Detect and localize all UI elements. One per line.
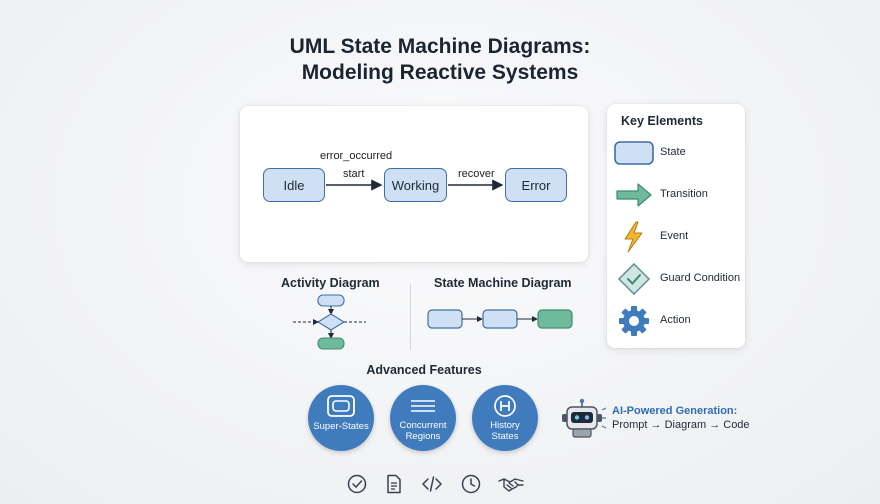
state-working: Working	[384, 168, 447, 202]
clock-icon	[461, 474, 481, 494]
title-line-2: Modeling Reactive Systems	[301, 61, 579, 84]
state-machine-card: Idle Working Error error_occurred start …	[240, 106, 588, 262]
activity-diagram-title: Activity Diagram	[281, 276, 380, 290]
code-icon	[422, 476, 442, 492]
label-start: start	[343, 168, 365, 180]
feature-label-super-states: Super-States	[313, 421, 369, 432]
key-elements-card: Key Elements State Transition Event Guar…	[607, 104, 745, 348]
key-label-state: State	[660, 146, 686, 158]
document-icon	[387, 474, 401, 494]
ai-generation-flow: Prompt → Diagram → Code	[612, 419, 750, 431]
key-item-event: Event	[607, 221, 745, 253]
feature-history-states: History States	[472, 385, 538, 451]
key-item-state: State	[607, 137, 745, 169]
state-error: Error	[505, 168, 567, 202]
history-h-icon	[494, 395, 516, 417]
lightning-icon	[624, 221, 643, 253]
state-idle: Idle	[263, 168, 325, 202]
key-label-event: Event	[660, 230, 689, 242]
gear-icon	[619, 306, 649, 336]
key-item-action: Action	[607, 305, 745, 337]
state-machine-sketch	[427, 309, 573, 329]
page-title: UML State Machine Diagrams: Modeling Rea…	[0, 34, 880, 86]
label-error-occurred: error_occurred	[320, 150, 393, 162]
feature-concurrent-regions: Concurrent Regions	[390, 385, 456, 451]
robot-icon	[562, 398, 606, 438]
feature-label-history-states: History States	[490, 420, 520, 442]
activity-diagram-sketch	[293, 294, 366, 350]
label-recover: recover	[458, 168, 495, 180]
state-box-icon	[614, 141, 654, 165]
parallel-lines-icon	[411, 400, 435, 412]
feature-label-concurrent-regions: Concurrent Regions	[399, 420, 447, 442]
transition-arrows	[326, 179, 504, 191]
key-label-action: Action	[660, 314, 691, 326]
key-item-transition: Transition	[607, 179, 745, 211]
key-elements-title: Key Elements	[621, 114, 703, 128]
title-line-1: UML State Machine Diagrams:	[289, 35, 591, 58]
nested-box-icon	[327, 395, 355, 417]
handshake-icon	[498, 478, 524, 492]
check-circle-icon	[347, 474, 367, 494]
advanced-features-title: Advanced Features	[366, 363, 482, 377]
key-label-guard: Guard Condition	[660, 272, 741, 284]
state-machine-diagram-title: State Machine Diagram	[434, 276, 572, 290]
arrow-right-icon	[616, 183, 652, 207]
feature-super-states: Super-States	[308, 385, 374, 451]
ai-generation-title: AI-Powered Generation:	[612, 405, 738, 417]
key-item-guard: Guard Condition	[607, 263, 745, 295]
comparison-divider	[410, 284, 411, 350]
key-label-transition: Transition	[660, 188, 708, 200]
diamond-check-icon	[617, 263, 651, 295]
